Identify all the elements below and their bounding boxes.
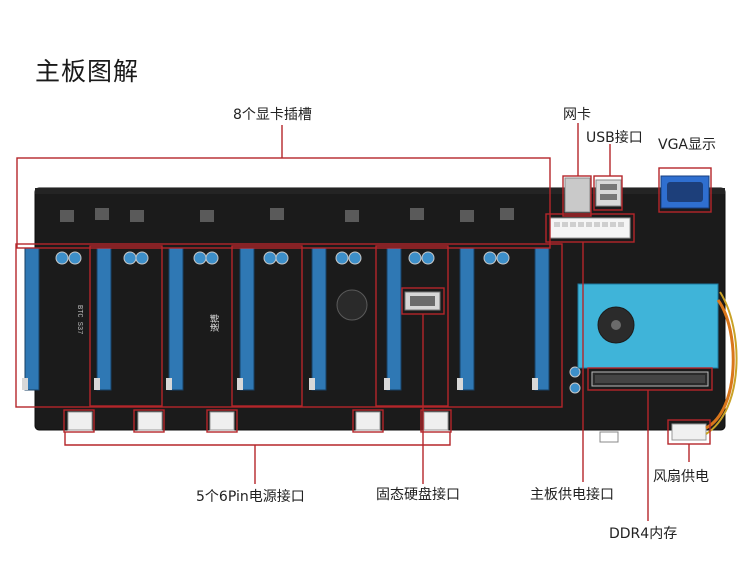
vga-highlight (658, 167, 712, 213)
label-main-power: 主板供电接口 (530, 487, 614, 503)
label-ssd: 固态硬盘接口 (376, 487, 460, 503)
label-ddr4: DDR4内存 (609, 526, 678, 542)
pcie-slot-6 (386, 247, 402, 391)
cmos-battery (336, 289, 368, 321)
ethernet-port (564, 177, 591, 213)
label-vga: VGA显示 (658, 137, 717, 153)
pcie-slot-3 (168, 247, 184, 391)
pcie-slot-1 (24, 247, 40, 391)
fan-power-connector (671, 423, 707, 441)
pcie-slot-4 (239, 247, 255, 391)
main-power-connector (549, 217, 631, 239)
label-network: 网卡 (563, 107, 591, 123)
pcie-slot-2 (96, 247, 112, 391)
chip-mark: BTC S37 (75, 305, 83, 334)
six-pin-connectors (67, 411, 449, 431)
pcie-slot-7 (459, 247, 475, 391)
label-usb: USB接口 (586, 130, 643, 146)
main-power-highlight (545, 213, 635, 243)
label-six-pin: 5个6Pin电源接口 (196, 489, 305, 505)
vrm-components (60, 208, 514, 222)
pcie-slot-5 (311, 247, 327, 391)
pcie-slot-8 (534, 247, 550, 391)
fan-cable (705, 299, 735, 430)
label-gpu-slots: 8个显卡插槽 (233, 107, 312, 123)
usb-highlight (593, 175, 623, 211)
gpu-slots-highlight (15, 243, 563, 408)
ddr4-highlight (587, 367, 713, 391)
usb-port (595, 179, 622, 207)
label-fan-power: 风扇供电 (653, 469, 709, 485)
network-highlight (562, 175, 592, 217)
capacitors (55, 251, 581, 394)
page-title: 主板图解 (35, 57, 140, 86)
brand-logo-text: 速搏 (209, 314, 221, 332)
